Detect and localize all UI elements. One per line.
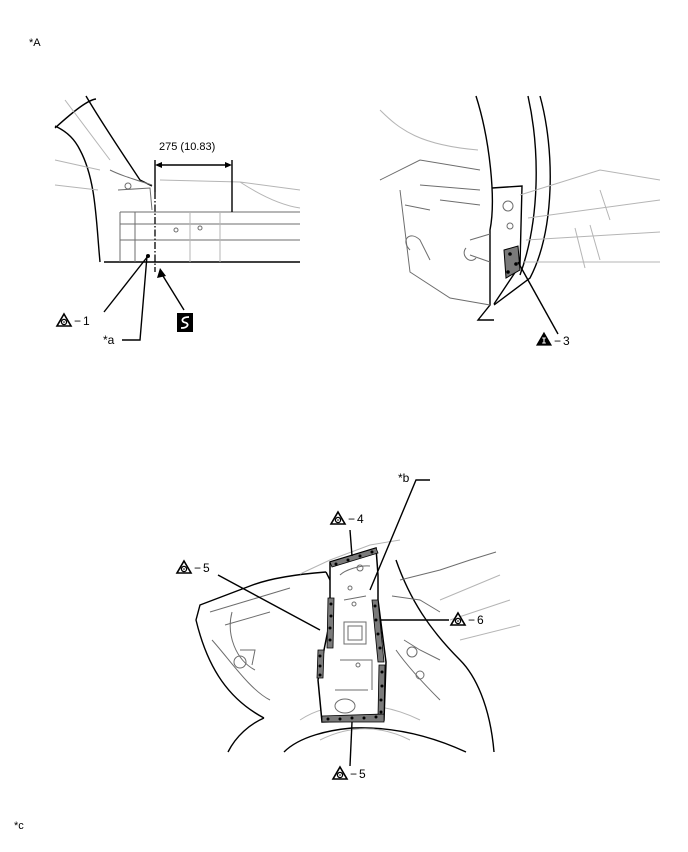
- weld-point-icon: [56, 313, 72, 327]
- view-rocker-cut: [54, 95, 301, 341]
- pointer-star-b: *b: [398, 471, 410, 485]
- weld-point-icon: [176, 560, 192, 574]
- cut-line-s-icon: [177, 313, 193, 332]
- callout-5-bottom: −5: [350, 767, 366, 781]
- callout-5-top: −5: [194, 561, 210, 575]
- view-panel-welds: [195, 479, 521, 767]
- label-star-a: *A: [29, 37, 41, 49]
- pointer-star-a: *a: [103, 333, 115, 347]
- view-pillar-patch: [379, 95, 661, 335]
- label-star-c: *c: [14, 820, 24, 832]
- callout-3: −3: [554, 334, 570, 348]
- dimension-text: 275 (10.83): [159, 141, 215, 153]
- weld-point-icon: [330, 511, 346, 525]
- arc-weld-icon: [536, 332, 552, 346]
- callout-4: −4: [348, 512, 364, 526]
- weld-point-icon: [332, 766, 348, 780]
- callout-6: −6: [468, 613, 484, 627]
- callout-1: −1: [74, 314, 90, 328]
